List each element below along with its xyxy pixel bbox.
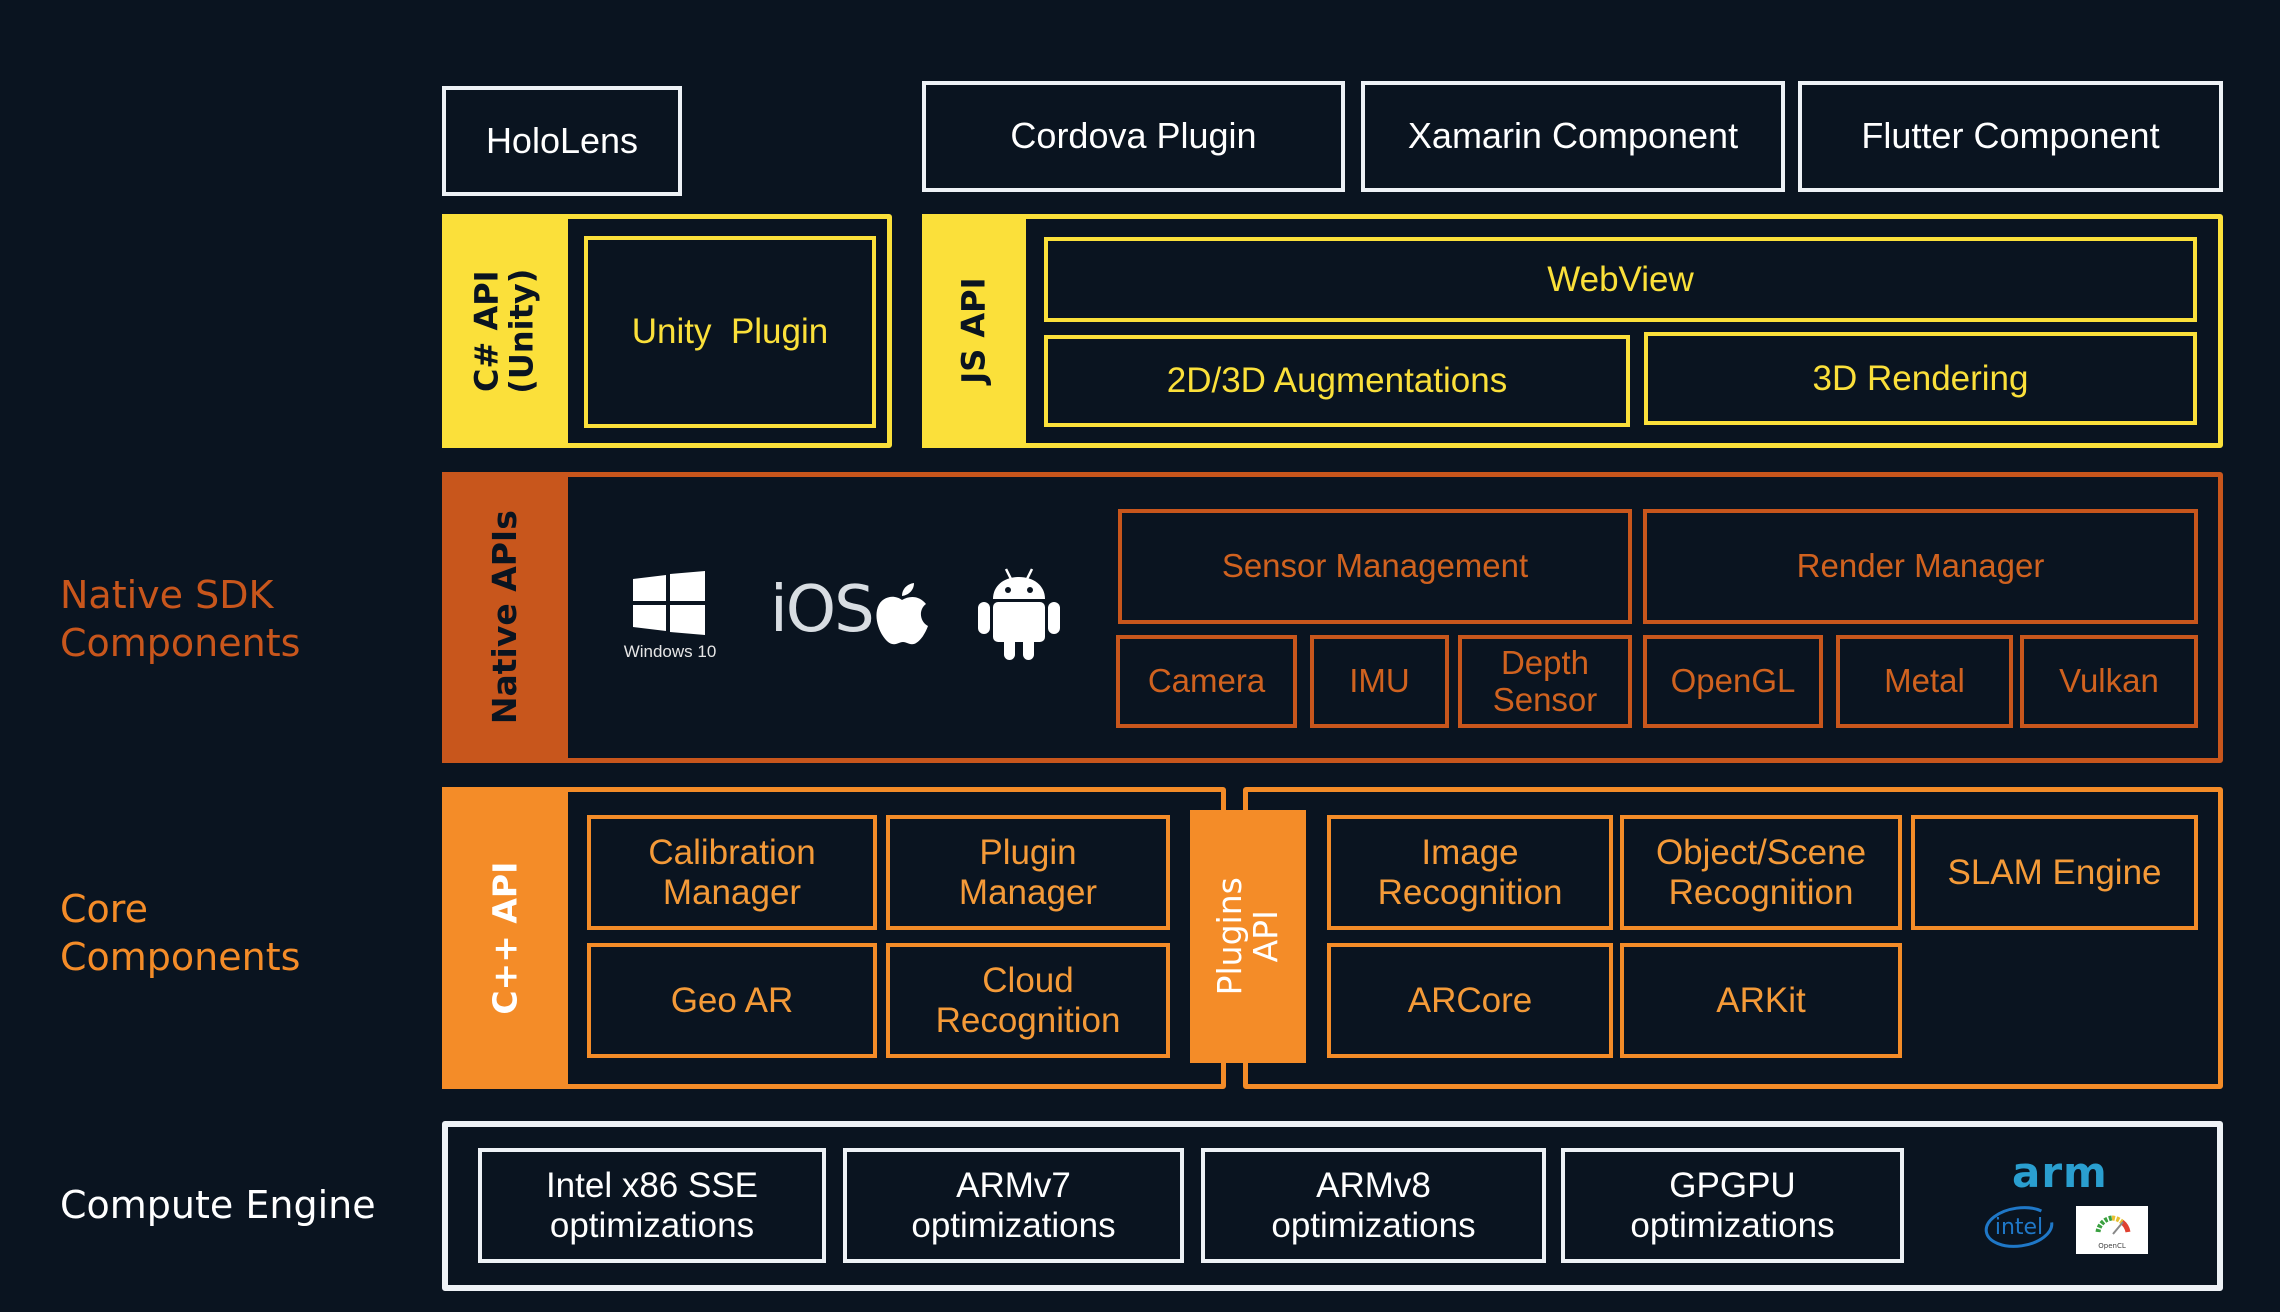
bar-label-line: (Unity) (502, 268, 541, 394)
armv7-box: ARMv7 optimizations (843, 1148, 1184, 1263)
cordova-plugin-box: Cordova Plugin (922, 81, 1345, 192)
js-api-bar: JS API (922, 214, 1026, 448)
slam-engine-box: SLAM Engine (1911, 815, 2198, 930)
hololens-box: HoloLens (442, 86, 682, 196)
bar-label-line: C# API (467, 270, 506, 392)
arcore-box: ARCore (1327, 943, 1613, 1058)
ios-label: iOS (770, 573, 875, 647)
gpgpu-box: GPGPU optimizations (1561, 1148, 1904, 1263)
label-line: Components (60, 934, 301, 979)
box-line: optimizations (549, 1205, 755, 1245)
webview-box: WebView (1044, 237, 2197, 322)
armv8-box: ARMv8 optimizations (1201, 1148, 1546, 1263)
core-components-label: Core Components (60, 886, 300, 981)
geo-ar-box: Geo AR (587, 943, 877, 1058)
calibration-manager-box: Calibration Manager (587, 815, 877, 930)
box-line: optimizations (911, 1205, 1116, 1245)
apple-icon (872, 582, 932, 646)
intel-logo: intel (1983, 1205, 2055, 1249)
label-line: Components (60, 620, 301, 665)
plugin-manager-box: Plugin Manager (886, 815, 1170, 930)
windows-caption: Windows 10 (623, 642, 717, 661)
render-manager-box: Render Manager (1643, 509, 2198, 624)
opengl-box: OpenGL (1643, 635, 1823, 728)
box-line: GPGPU (1669, 1166, 1796, 1206)
plugins-api-bar-label: Plugins API (1209, 877, 1285, 996)
cloud-recognition-box: Cloud Recognition (886, 943, 1170, 1058)
intel-x86-sse-box: Intel x86 SSE optimizations (478, 1148, 826, 1263)
unity-plugin-box: Unity Plugin (584, 236, 876, 428)
bar-label-line: Plugins (1209, 877, 1249, 996)
box-line: ARMv8 (1316, 1166, 1431, 1206)
label-line: Native SDK (60, 573, 274, 617)
csharp-api-bar: C# API (Unity) (442, 214, 568, 448)
arkit-box: ARKit (1620, 943, 1902, 1058)
image-recognition-box: Image Recognition (1327, 815, 1613, 930)
xamarin-component-box: Xamarin Component (1361, 81, 1785, 192)
svg-text:OpenCL: OpenCL (2098, 1242, 2126, 1250)
opencl-logo: OpenCL (2076, 1206, 2148, 1254)
csharp-api-bar-label: C# API (Unity) (467, 268, 541, 394)
depth-sensor-box: Depth Sensor (1458, 635, 1632, 728)
windows-icon (633, 571, 705, 635)
3d-rendering-box: 3D Rendering (1644, 332, 2197, 425)
camera-box: Camera (1116, 635, 1297, 728)
vulkan-box: Vulkan (2020, 635, 2198, 728)
box-line: Intel x86 SSE (545, 1166, 759, 1206)
cpp-api-bar-label: C++ API (484, 861, 524, 1015)
flutter-component-box: Flutter Component (1798, 81, 2223, 192)
box-line: optimizations (1630, 1205, 1835, 1245)
bar-label-line: API (1246, 910, 1285, 963)
native-apis-bar: Native APIs (442, 472, 568, 763)
box-line: optimizations (1271, 1205, 1476, 1245)
imu-box: IMU (1310, 635, 1449, 728)
android-icon (978, 565, 1060, 660)
sensor-management-box: Sensor Management (1118, 509, 1632, 624)
object-scene-recognition-box: Object/Scene Recognition (1620, 815, 1902, 930)
label-line: Core (60, 887, 148, 931)
native-sdk-components-label: Native SDK Components (60, 572, 300, 667)
plugins-api-bar: Plugins API (1190, 810, 1306, 1063)
box-line: ARMv7 (956, 1166, 1071, 1206)
augmentations-box: 2D/3D Augmentations (1044, 335, 1630, 427)
arm-logo: arm (2012, 1148, 2108, 1197)
compute-engine-label: Compute Engine (60, 1183, 376, 1227)
metal-box: Metal (1836, 635, 2013, 728)
svg-text:intel: intel (1995, 1215, 2043, 1240)
cpp-api-bar: C++ API (442, 787, 568, 1089)
native-apis-bar-label: Native APIs (484, 510, 524, 725)
js-api-bar-label: JS API (954, 277, 993, 385)
